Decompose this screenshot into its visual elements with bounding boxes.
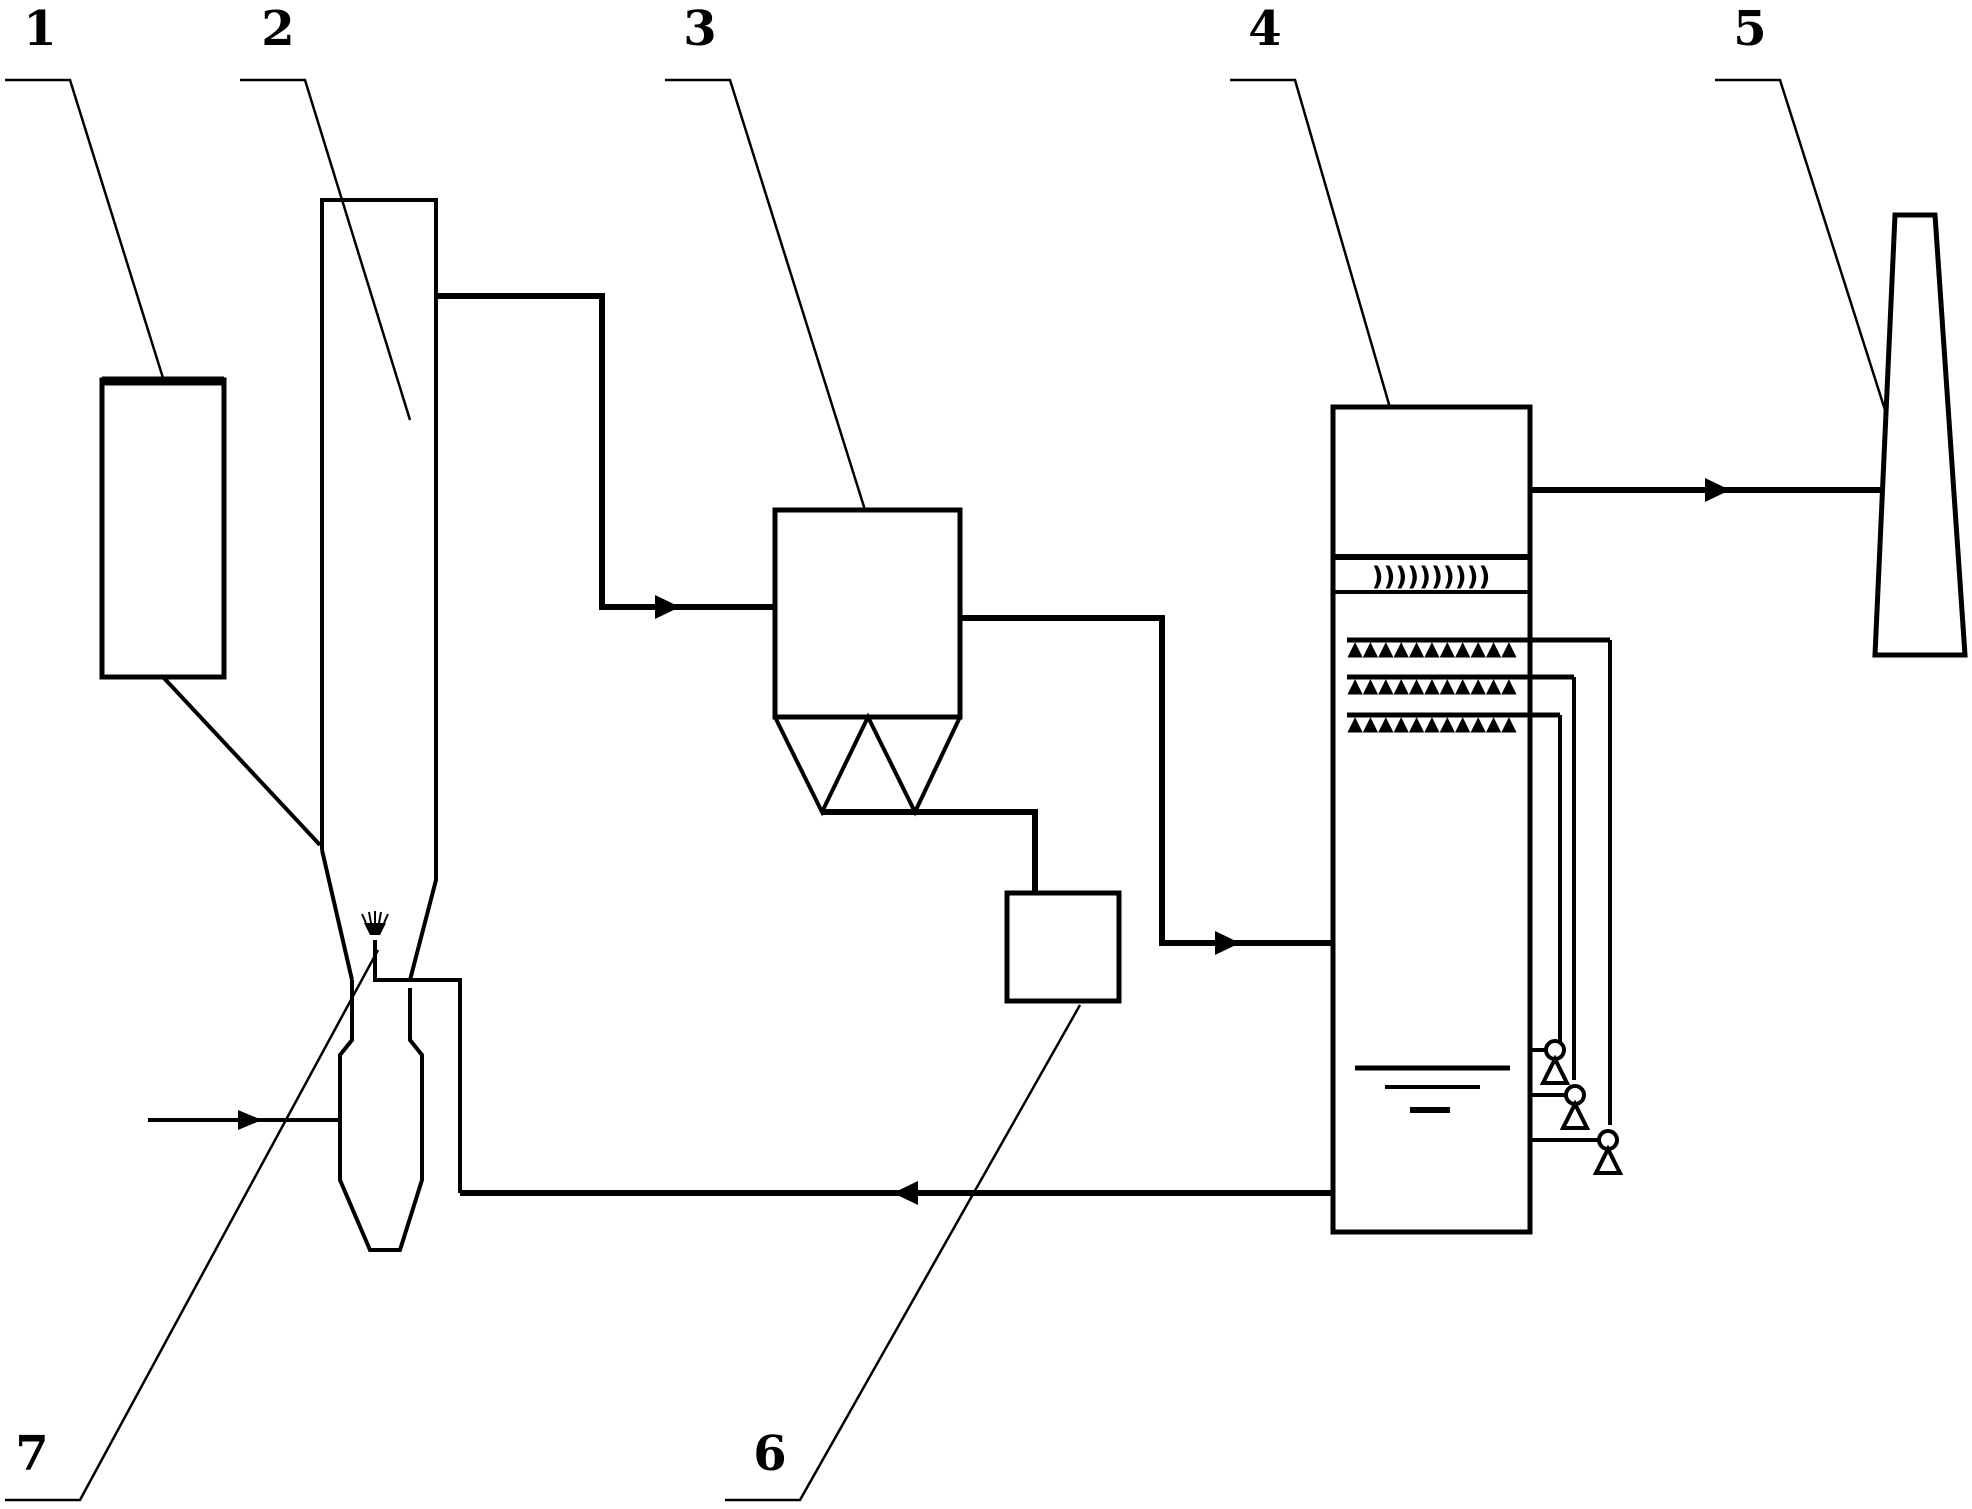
pipe-arrow-2 — [1215, 931, 1240, 955]
pump-icon-1 — [1539, 1039, 1571, 1085]
spray-header-1: ▲▲▲▲▲▲▲▲▲▲▲ — [1347, 636, 1610, 660]
svg-text:)))))))))): )))))))))) — [1372, 562, 1491, 592]
spray-nozzle-icon — [361, 911, 462, 1193]
leader-line-4 — [1230, 78, 1397, 426]
chimney-stack-icon — [1872, 212, 1968, 658]
svg-text:▲▲▲▲▲▲▲▲▲▲▲: ▲▲▲▲▲▲▲▲▲▲▲ — [1347, 673, 1517, 697]
scrubber-column-icon: )))))))))) ▲▲▲▲▲▲▲▲▲▲▲ ▲▲▲▲▲▲▲▲▲▲▲ ▲▲▲▲▲… — [1330, 404, 1610, 1235]
leader-line-6 — [725, 1004, 1082, 1502]
svg-text:▲▲▲▲▲▲▲▲▲▲▲: ▲▲▲▲▲▲▲▲▲▲▲ — [1347, 636, 1517, 660]
tower-to-collector-pipe — [436, 293, 775, 610]
leader-line-5 — [1715, 78, 1887, 411]
svg-text:▲▲▲▲▲▲▲▲▲▲▲: ▲▲▲▲▲▲▲▲▲▲▲ — [1347, 711, 1517, 735]
return-arrow-head — [893, 1181, 918, 1205]
pipe-arrow-3 — [1705, 478, 1730, 502]
pump-icon-3 — [1592, 1129, 1624, 1175]
rectangle-unit-icon — [99, 376, 322, 847]
callout-number-2: 2 — [261, 1, 294, 57]
recirculation-loops — [1530, 640, 1612, 1142]
spray-header-2: ▲▲▲▲▲▲▲▲▲▲▲ — [1347, 673, 1574, 697]
leader-line-3 — [665, 78, 867, 511]
inlet-arrow-head — [238, 1110, 262, 1130]
spray-header-3: ▲▲▲▲▲▲▲▲▲▲▲ — [1347, 711, 1560, 735]
unit-1-to-tower-line — [161, 675, 322, 847]
leader-line-1 — [5, 78, 165, 379]
callout-number-1: 1 — [23, 1, 56, 57]
callout-number-3: 3 — [683, 1, 716, 57]
collector-to-scrubber-pipe — [960, 615, 1333, 946]
pipe-arrow-1 — [655, 595, 680, 619]
leader-line-7 — [5, 949, 380, 1502]
leader-line-2 — [240, 78, 412, 421]
leader-lines — [5, 78, 1887, 1502]
callout-number-4: 4 — [1248, 1, 1281, 57]
vertical-tower-icon — [320, 198, 438, 1252]
pump-icon-2 — [1559, 1084, 1591, 1130]
callout-number-7: 7 — [15, 1426, 48, 1482]
callout-number-6: 6 — [753, 1426, 786, 1482]
callout-number-5: 5 — [1733, 1, 1766, 57]
collection-bin-icon — [1004, 890, 1122, 1004]
hopper-collector-icon — [772, 507, 1038, 925]
